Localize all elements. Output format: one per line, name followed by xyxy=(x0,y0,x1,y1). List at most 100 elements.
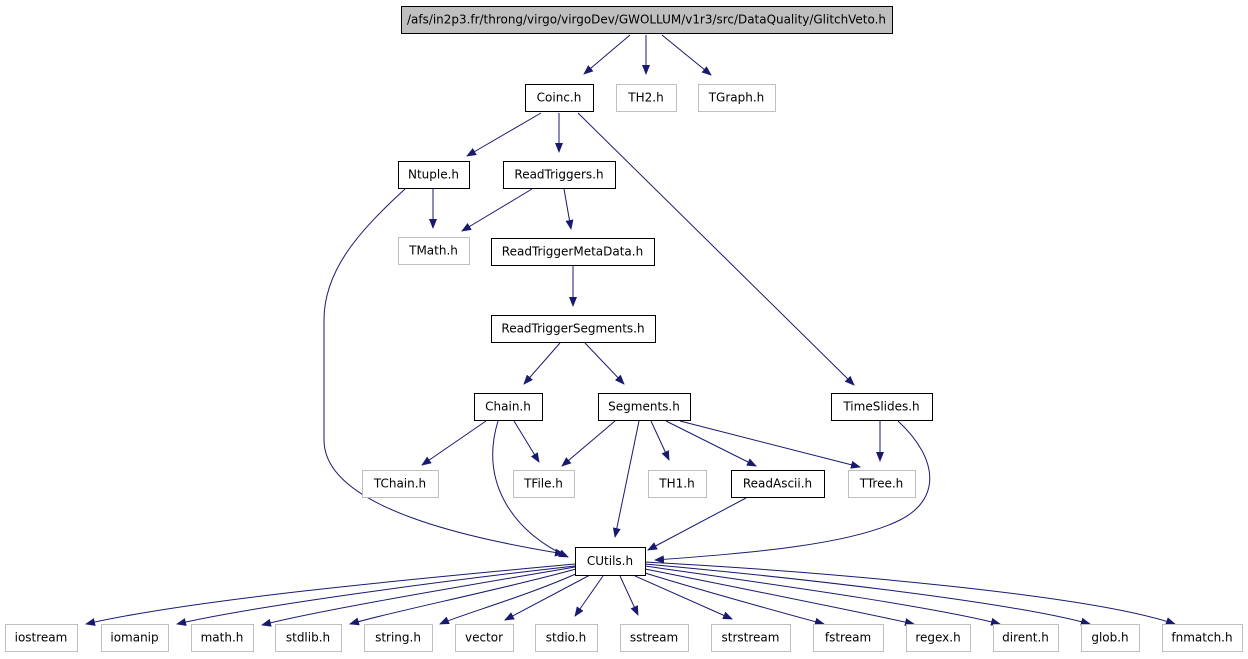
node-box xyxy=(575,547,646,576)
edge-chain-to-cutils xyxy=(492,420,569,558)
edge-cutils-to-vector xyxy=(504,574,591,621)
edge-readascii-to-cutils xyxy=(647,497,747,551)
node-box xyxy=(598,393,691,421)
node-label: TH1.h xyxy=(658,477,694,491)
node-cutils[interactable]: CUtils.h xyxy=(575,547,646,576)
node-label: TH2.h xyxy=(627,91,663,105)
edges-layer xyxy=(85,34,1176,627)
node-label: /afs/in2p3.fr/throng/virgo/virgoDev/GWOL… xyxy=(407,13,886,27)
edge-cutils-to-iomanip xyxy=(176,565,576,626)
node-box xyxy=(731,470,825,498)
edge-cutils-to-fstream xyxy=(644,572,825,626)
node-box xyxy=(993,624,1059,652)
node-box xyxy=(813,624,884,652)
node-box xyxy=(831,393,933,421)
edge-segments-to-tfile xyxy=(561,420,616,467)
edge-cutils-to-iostream xyxy=(85,563,576,626)
edge-chain-to-tchain xyxy=(421,420,487,466)
node-label: sstream xyxy=(630,631,678,645)
node-box xyxy=(491,238,655,266)
node-box xyxy=(513,470,575,498)
node-box xyxy=(474,393,543,421)
node-tgraph: TGraph.h xyxy=(698,84,776,112)
node-coinc[interactable]: Coinc.h xyxy=(525,84,594,112)
node-label: TMath.h xyxy=(408,244,458,258)
node-label: TTree.h xyxy=(859,477,904,491)
node-label: regex.h xyxy=(915,631,960,645)
node-tfile: TFile.h xyxy=(513,470,575,498)
node-readascii[interactable]: ReadAscii.h xyxy=(731,470,825,498)
node-label: fstream xyxy=(825,631,871,645)
node-iostream: iostream xyxy=(5,624,78,652)
node-box xyxy=(698,84,776,112)
node-box xyxy=(275,624,342,652)
nodes-layer: /afs/in2p3.fr/throng/virgo/virgoDev/GWOL… xyxy=(5,6,1243,652)
edge-timeslides-to-cutils xyxy=(654,420,931,564)
node-stdlib: stdlib.h xyxy=(275,624,342,652)
node-box xyxy=(535,624,598,652)
node-box xyxy=(455,624,514,652)
edge-segments-to-readascii xyxy=(665,420,757,467)
node-label: stdio.h xyxy=(546,631,586,645)
node-label: TChain.h xyxy=(373,477,426,491)
node-box xyxy=(711,624,791,652)
node-label: dirent.h xyxy=(1002,631,1049,645)
node-iomanip: iomanip xyxy=(101,624,169,652)
edge-cutils-to-string xyxy=(439,571,581,625)
node-fstream: fstream xyxy=(813,624,884,652)
node-box xyxy=(906,624,971,652)
node-dirent: dirent.h xyxy=(993,624,1059,652)
edge-readtriggers-to-tmath xyxy=(461,188,533,232)
edge-cutils-to-strstream xyxy=(634,575,733,620)
node-chain[interactable]: Chain.h xyxy=(474,393,543,421)
node-label: fnmatch.h xyxy=(1171,631,1232,645)
node-label: TimeSlides.h xyxy=(842,400,919,414)
edge-cutils-to-stdio xyxy=(574,575,604,617)
node-segments[interactable]: Segments.h xyxy=(598,393,691,421)
edge-segments-to-ttree xyxy=(679,420,861,469)
node-label: CUtils.h xyxy=(587,554,633,568)
node-glob: glob.h xyxy=(1081,624,1140,652)
node-regex: regex.h xyxy=(906,624,971,652)
node-ntuple[interactable]: Ntuple.h xyxy=(398,161,470,189)
node-timeslides[interactable]: TimeSlides.h xyxy=(831,393,933,421)
node-readtriggermetadata[interactable]: ReadTriggerMetaData.h xyxy=(491,238,655,266)
node-label: Coinc.h xyxy=(537,91,582,105)
node-string: string.h xyxy=(364,624,433,652)
edge-cutils-to-glob xyxy=(644,563,1091,626)
node-box xyxy=(101,624,169,652)
node-label: Ntuple.h xyxy=(408,168,459,182)
edge-cutils-to-sstream xyxy=(619,575,639,616)
edge-coinc-to-ntuple xyxy=(466,112,542,157)
node-label: vector xyxy=(465,631,503,645)
node-readtriggers[interactable]: ReadTriggers.h xyxy=(503,161,616,189)
edge-root-to-coinc xyxy=(583,34,631,75)
node-label: ReadTriggerSegments.h xyxy=(501,322,644,336)
node-label: math.h xyxy=(201,631,244,645)
node-readtriggersegments[interactable]: ReadTriggerSegments.h xyxy=(491,315,656,343)
edge-coinc-to-timeslides xyxy=(577,112,855,386)
node-box xyxy=(191,624,254,652)
node-box xyxy=(364,624,433,652)
node-tmath: TMath.h xyxy=(398,237,470,265)
node-box xyxy=(848,470,916,498)
node-label: stdlib.h xyxy=(286,631,330,645)
node-box xyxy=(620,624,689,652)
node-stdio: stdio.h xyxy=(535,624,598,652)
node-label: TGraph.h xyxy=(708,91,765,105)
node-th1: TH1.h xyxy=(648,470,707,498)
node-root[interactable]: /afs/in2p3.fr/throng/virgo/virgoDev/GWOL… xyxy=(401,6,893,34)
node-label: string.h xyxy=(375,631,421,645)
node-label: ReadTriggerMetaData.h xyxy=(502,245,643,259)
node-box xyxy=(398,237,470,265)
node-th2: TH2.h xyxy=(616,84,677,112)
edge-cutils-to-math xyxy=(261,566,576,627)
edge-readtriggers-to-readtriggermetadata xyxy=(563,188,574,230)
edge-cutils-to-fnmatch xyxy=(644,561,1176,625)
edge-readtriggersegments-to-chain xyxy=(523,342,561,385)
node-box xyxy=(648,470,707,498)
edge-readtriggersegments-to-segments xyxy=(584,342,625,385)
edge-segments-to-cutils xyxy=(612,420,640,538)
node-label: Segments.h xyxy=(608,400,680,414)
node-label: strstream xyxy=(722,631,780,645)
